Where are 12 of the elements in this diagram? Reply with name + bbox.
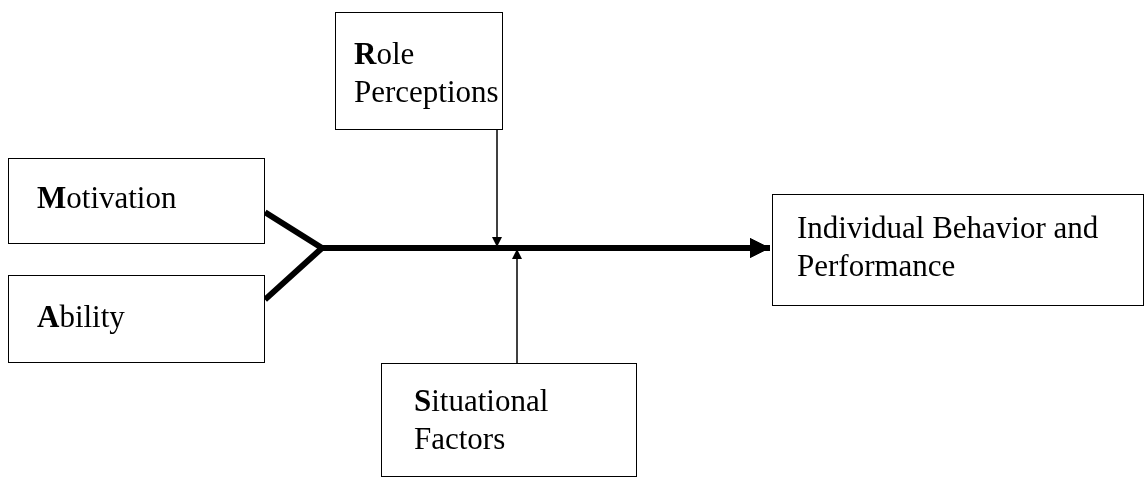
box-label: Role Perceptions	[354, 35, 500, 111]
arrow	[512, 248, 522, 364]
process-box	[8, 275, 265, 363]
box-label: Motivation	[37, 179, 178, 217]
box-label: Ability	[37, 298, 126, 336]
arrow	[492, 129, 502, 248]
box-label: Situational Factors	[414, 382, 550, 458]
process-box	[381, 363, 637, 477]
process-box	[772, 194, 1144, 306]
box-label: Individual Behavior and Performance	[797, 209, 1100, 285]
process-box	[8, 158, 265, 244]
process-box	[335, 12, 503, 130]
